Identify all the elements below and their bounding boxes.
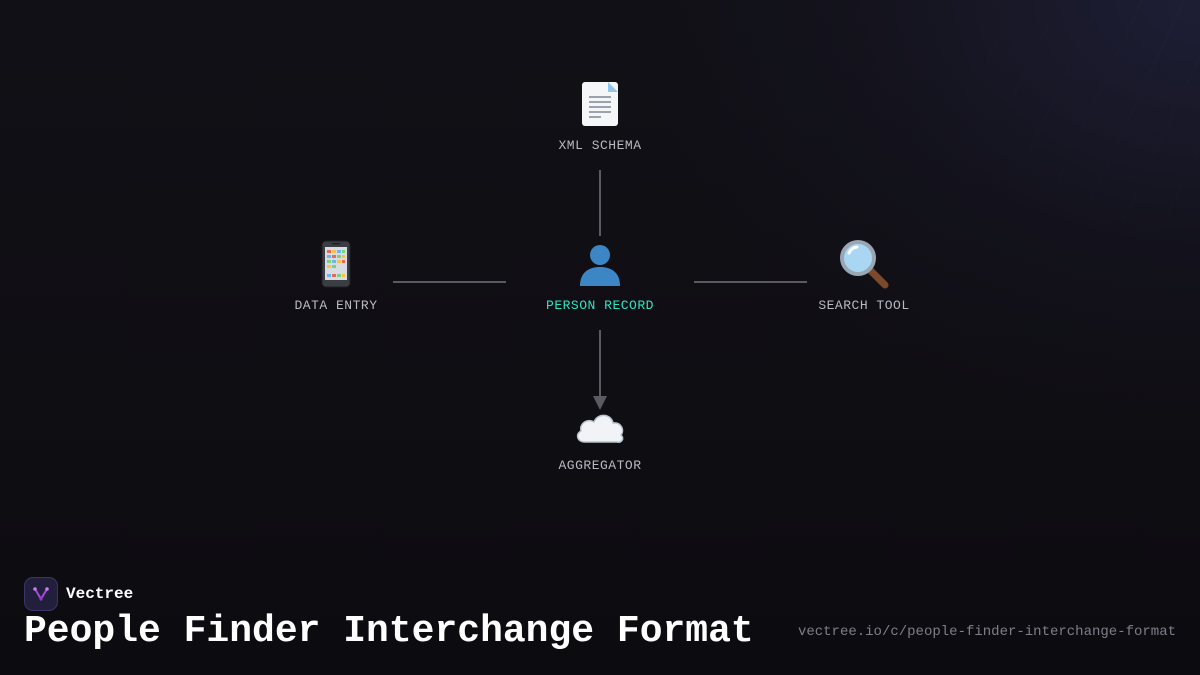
page-url[interactable]: vectree.io/c/people-finder-interchange-f… (797, 624, 1176, 640)
node-aggregator: AGGREGATOR (500, 398, 700, 473)
page-title: People Finder Interchange Format (24, 610, 754, 653)
node-label-xml-schema: XML SCHEMA (558, 138, 642, 153)
node-label-search-tool: SEARCH TOOL (818, 298, 910, 313)
background-rays (680, 0, 1200, 560)
document-icon (500, 78, 700, 130)
cloud-icon (500, 398, 700, 450)
arrowhead-aggregator (593, 396, 607, 410)
node-search-tool: SEARCH TOOL (764, 238, 964, 313)
node-data-entry: DATA ENTRY (236, 238, 436, 313)
node-label-data-entry: DATA ENTRY (294, 298, 378, 313)
node-person-record: PERSON RECORD (500, 238, 700, 313)
magnifying-glass-icon (764, 238, 964, 290)
person-silhouette-icon (500, 238, 700, 290)
brand: Vectree (24, 577, 133, 611)
vectree-logo-icon (24, 577, 58, 611)
node-label-person-record: PERSON RECORD (546, 298, 654, 313)
node-xml-schema: XML SCHEMA (500, 78, 700, 153)
brand-name: Vectree (66, 585, 134, 603)
node-label-aggregator: AGGREGATOR (558, 458, 642, 473)
mobile-phone-icon (236, 238, 436, 290)
